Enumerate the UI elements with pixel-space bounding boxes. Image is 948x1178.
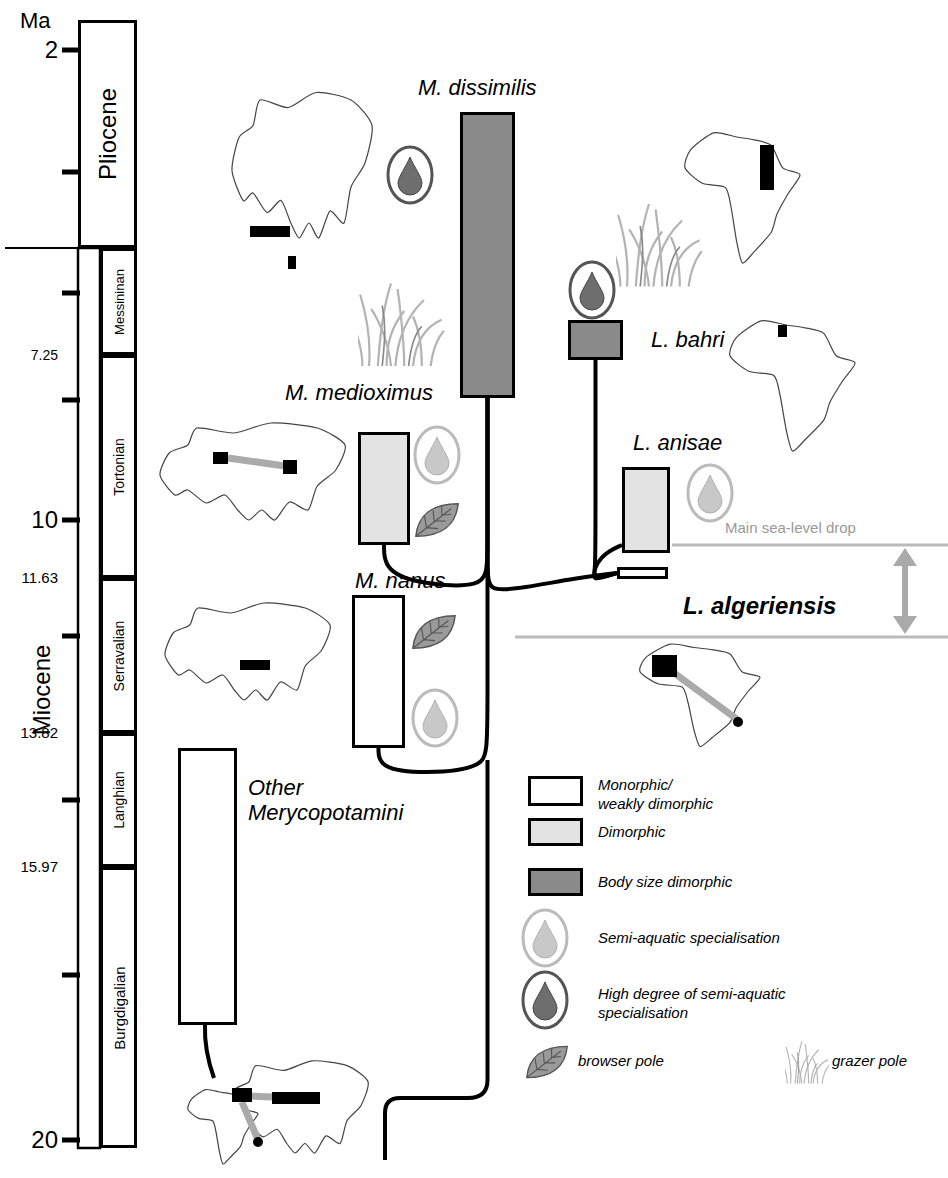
legend-text: High degree of semi-aquatic specialisati… [598, 985, 810, 1023]
fossil-locality [652, 655, 677, 677]
drop-icon [523, 910, 567, 966]
legend-swatch [528, 818, 583, 846]
landmass-outline [730, 321, 855, 452]
drop-icon [415, 427, 459, 483]
stage-box: Burgdigalian [100, 867, 137, 1148]
axis-value: 20 [0, 1126, 58, 1154]
fossil-locality [213, 452, 228, 464]
map [232, 92, 372, 269]
fossil-locality [288, 256, 296, 269]
phylogeny-branch [594, 360, 617, 578]
range-band [670, 670, 738, 720]
axis-unit: Ma [20, 8, 51, 33]
drop-icon [413, 690, 457, 746]
legend-swatch [528, 868, 583, 896]
fossil-locality [778, 325, 787, 337]
period-label: Serravalian [112, 620, 126, 691]
grass-icon [356, 284, 444, 367]
legend-text: grazer pole [832, 1052, 907, 1071]
taxon-name: L. bahri [651, 327, 724, 352]
drop-icon [570, 262, 614, 318]
leader-line [205, 1025, 214, 1078]
landmass-outline [160, 423, 345, 520]
fossil-locality [272, 1092, 320, 1104]
axis-column [78, 248, 100, 1148]
legend-swatch [528, 776, 583, 806]
period-label: Messininan [112, 269, 125, 335]
range-band [228, 458, 285, 466]
taxon-range-bar: L. algeriensis [617, 567, 668, 579]
sea-level-marker [515, 545, 948, 637]
legend-text: Body size dimorphic [598, 873, 732, 892]
taxon-range-bar: Other Merycopotamini [178, 748, 237, 1025]
map [165, 603, 330, 700]
landmass-outline [685, 133, 800, 264]
taxon-name: M. nanus [355, 568, 446, 593]
stage-box: Messininan [100, 248, 137, 355]
epoch-label: Miocene [28, 645, 56, 736]
fossil-locality [733, 717, 743, 727]
axis-value: 15.97 [0, 858, 58, 875]
period-label: Langhian [112, 771, 126, 829]
range-band [242, 1102, 258, 1140]
fossil-locality [250, 226, 290, 237]
taxon-name: M. dissimilis [418, 75, 537, 100]
taxon-range-bar: M. nanus [352, 595, 405, 748]
taxon-range-bar: M. medioximus [358, 432, 410, 545]
fossil-locality [283, 460, 297, 474]
landmass-outline [232, 92, 372, 238]
fossil-locality [253, 1137, 263, 1147]
taxon-range-bar: M. dissimilis [460, 112, 515, 398]
map [188, 1061, 368, 1164]
map [160, 423, 345, 520]
stage-box: Langhian [100, 733, 137, 867]
axis-value: 7.25 [0, 347, 58, 363]
taxon-range-bar: L. bahri [568, 320, 623, 360]
maps [160, 92, 855, 1164]
epoch-divider [5, 247, 78, 249]
legend-text: Dimorphic [598, 823, 666, 842]
sea-level-label: Main sea-level drop [722, 519, 859, 536]
period-label: Tortonian [112, 438, 126, 496]
fossil-locality [232, 1088, 252, 1102]
leaf-icon [416, 504, 458, 537]
map [640, 644, 760, 747]
drop-icon [388, 147, 432, 203]
drop-icon [688, 465, 732, 521]
taxon-range-bar: L. anisae [622, 467, 670, 553]
axis-value: 2 [0, 36, 58, 64]
epoch-box: Pliocene [78, 20, 137, 248]
legend-text: Monorphic/ weakly dimorphic [598, 776, 722, 814]
taxon-name: L. anisae [633, 430, 722, 455]
landmass-outline [228, 1061, 368, 1153]
axis-value: 10 [0, 506, 58, 534]
fossil-locality [760, 145, 774, 190]
grass-icon [784, 1041, 829, 1083]
leaf-icon [413, 616, 455, 649]
stage-box: Tortonian [100, 355, 137, 578]
landmass-outline [640, 644, 760, 747]
range-band [250, 1096, 272, 1097]
grass-icon [614, 204, 702, 287]
map [730, 321, 855, 452]
map [685, 133, 800, 264]
legend-text: browser pole [578, 1052, 664, 1071]
taxon-name: Other Merycopotamini [248, 775, 408, 826]
axis-value: 11.63 [0, 569, 58, 586]
landmass-outline [165, 603, 330, 700]
leaf-icon [527, 1046, 567, 1077]
legend-text: Semi-aquatic specialisation [598, 929, 780, 948]
taxon-name: M. medioximus [285, 380, 433, 405]
period-label: Pliocene [96, 88, 120, 180]
stage-box: Serravalian [100, 578, 137, 733]
period-label: Burgdigalian [111, 966, 126, 1049]
drop-icon [523, 972, 567, 1028]
taxon-name: L. algeriensis [683, 592, 836, 620]
fossil-locality [240, 660, 270, 670]
